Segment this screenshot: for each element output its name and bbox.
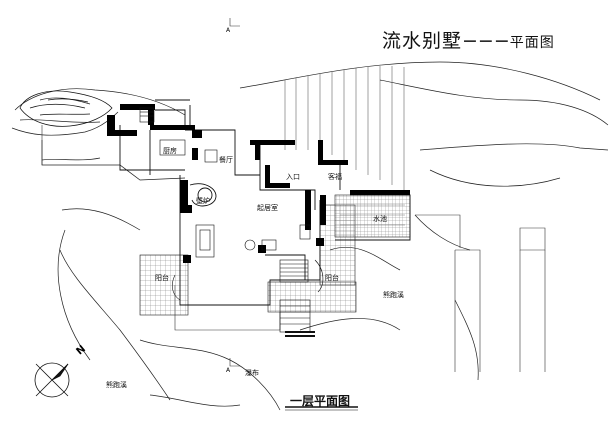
room-dining: 餐厅: [219, 156, 233, 164]
furniture: [159, 139, 324, 301]
stairs: [139, 107, 315, 337]
label-waterfall: 瀑布: [245, 369, 259, 377]
drawing-title: 流水别墅−−−平面图: [382, 26, 555, 53]
title-dashes: −−−: [462, 30, 510, 52]
drawing-subtitle: 一层平面图: [290, 394, 351, 408]
site-boundaries: [41, 18, 546, 372]
room-guest: 客福: [328, 173, 342, 181]
section-mark-bottom: A: [226, 367, 231, 374]
north-arrow: [34, 362, 70, 398]
solid-walls: [107, 104, 410, 263]
room-terrace-left: 阳台: [155, 274, 169, 282]
room-pool: 水池: [373, 215, 387, 223]
room-terrace-right: 阳台: [325, 274, 339, 282]
pool-detail: [340, 204, 405, 226]
rock-mass: [19, 90, 113, 127]
terrain-lines: [11, 61, 609, 411]
room-fireplace: 壁炉: [196, 197, 210, 205]
room-kitchen: 厨房: [163, 147, 177, 155]
room-living: 起居室: [257, 204, 278, 212]
fireplace: [189, 183, 217, 207]
stream-lines: [284, 66, 405, 190]
label-creek-right: 熊跑溪: [383, 291, 404, 299]
subtitle-underline: [285, 406, 358, 411]
title-suffix: 平面图: [509, 35, 555, 51]
label-creek-left: 熊跑溪: [106, 381, 127, 389]
section-mark-top: A: [226, 27, 231, 34]
room-entrance: 入口: [286, 173, 300, 181]
title-main: 流水别墅: [382, 30, 463, 52]
